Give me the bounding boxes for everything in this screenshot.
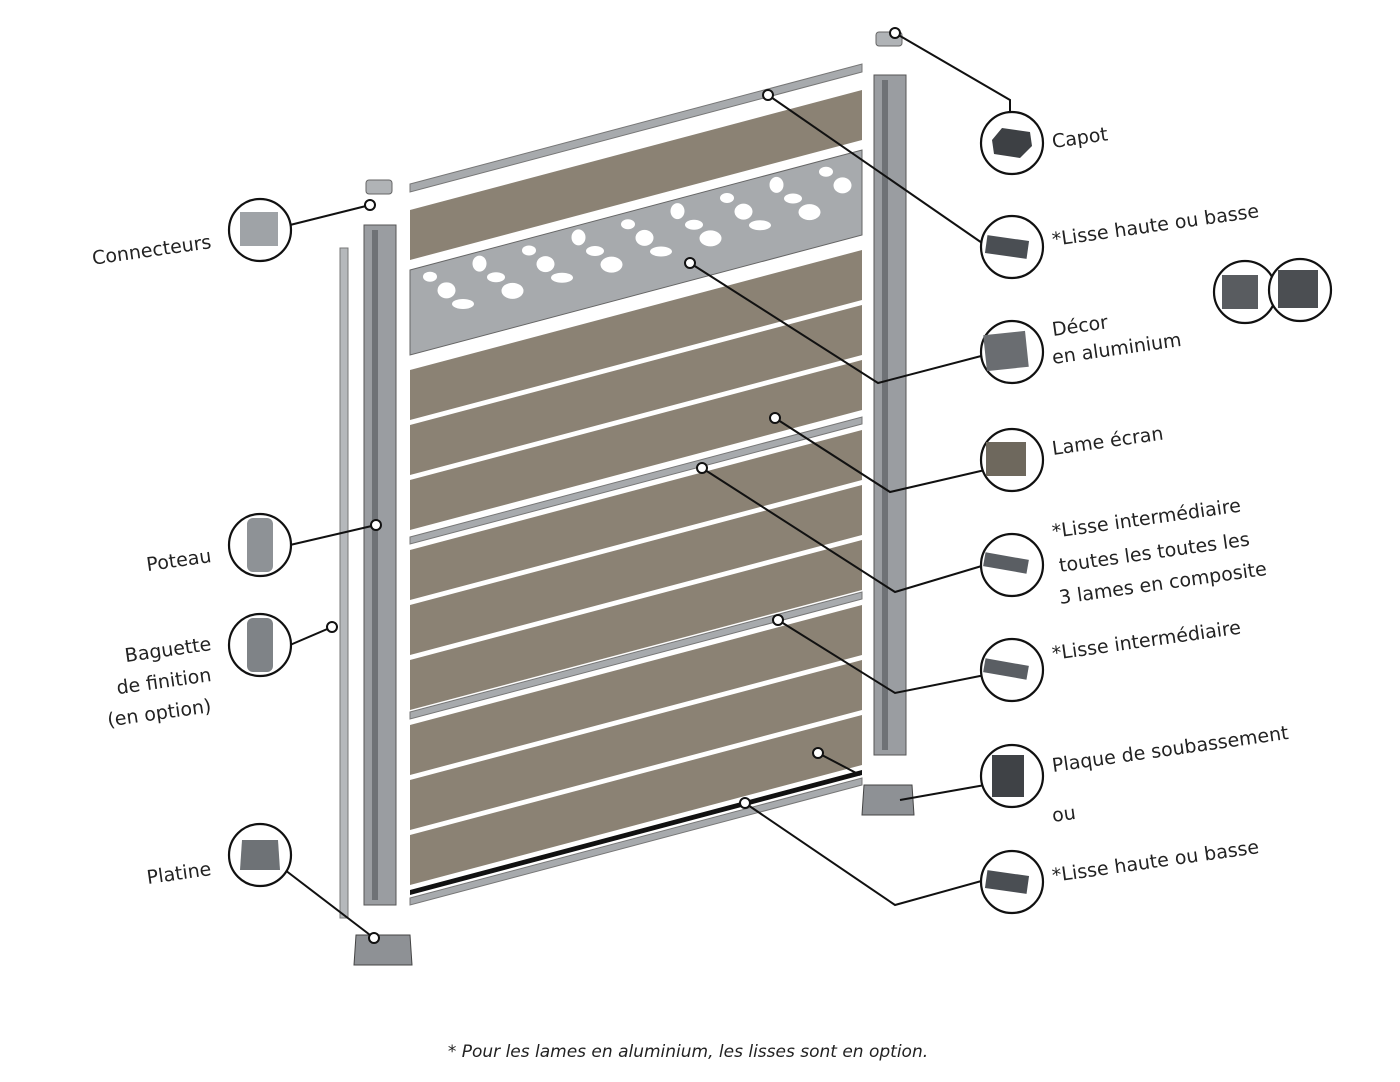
lame-ecran [410,715,862,885]
decor-cutout [600,256,623,273]
decor-cutout [635,229,654,246]
baguette-de-finition [339,247,349,919]
decor-cutout [487,272,505,283]
decor-cutout [798,204,821,221]
decor-cutout [437,282,456,299]
label-baguette-3: (en option) [106,695,213,731]
lame-ecran [410,540,862,710]
decor-cutout [685,219,703,230]
lisse-intermediaire [409,416,863,545]
decor-cutout [749,220,771,231]
callout-circles [227,110,1333,915]
label-baguette-2: de finition [115,664,213,699]
label-lisse-basse: *Lisse haute ou basse [1051,836,1261,887]
decor-cutout [784,193,802,204]
decor-cutout [819,166,833,177]
decor-cutout [769,176,784,193]
lisse-basse [409,777,863,906]
label-connecteurs: Connecteurs [91,231,213,269]
decor-cutout [571,229,586,246]
label-poteau: Poteau [145,545,213,576]
left-platine [353,934,413,966]
label-capot: Capot [1051,123,1110,153]
left-post-groove [372,230,378,900]
decor-cutout [670,203,685,220]
label-decor-1: Décor [1051,311,1110,341]
decor-cutout [501,282,524,299]
leader-lines [284,32,1011,939]
right-post-groove [882,80,888,750]
decor-cutout [650,246,672,257]
lisse-intermediaire [409,591,863,720]
label-plaque: Plaque de soubassement [1051,722,1290,777]
left-post [363,224,397,906]
lame-ecran [410,250,862,420]
decor-cutout [536,256,555,273]
labels-left: Connecteurs Poteau Baguette de finition … [91,231,213,889]
label-lame-ecran: Lame écran [1051,423,1165,460]
decor-cutout [472,255,487,272]
right-platine [861,784,915,816]
footnote: * Pour les lames en aluminium, les lisse… [448,1042,928,1062]
decor-cutout [621,219,635,230]
lame-ecran [410,605,862,775]
label-lisse-haute-basse: *Lisse haute ou basse [1051,200,1261,251]
leader-dots [326,27,901,944]
fence-assembly [339,31,915,966]
decor-cutout [720,192,734,203]
lame-ecran [410,660,862,830]
label-baguette-1: Baguette [123,633,212,667]
left-capot [365,179,393,195]
lisse-haute [409,63,863,193]
decor-cutout [699,230,722,247]
decor-cutout [522,245,536,256]
decor-cutout [833,177,852,194]
lame-ecran [410,430,862,600]
lame-ecran [410,90,862,260]
label-lisse-intermediaire: *Lisse intermédiaire [1051,617,1243,665]
decor-cutout [452,298,474,309]
decor-cutout [551,272,573,283]
lame-ecran [410,305,862,475]
decor-aluminium [409,149,863,356]
decor-cutout [734,203,753,220]
lame-ecran [410,485,862,655]
lame-ecran [410,360,862,530]
right-post [873,74,907,756]
decor-cutout [423,271,437,282]
label-platine: Platine [145,858,212,889]
decor-cutout [586,245,604,256]
label-ou: ou [1051,802,1078,827]
labels-right: Capot *Lisse haute ou basse Décor en alu… [1051,123,1290,887]
